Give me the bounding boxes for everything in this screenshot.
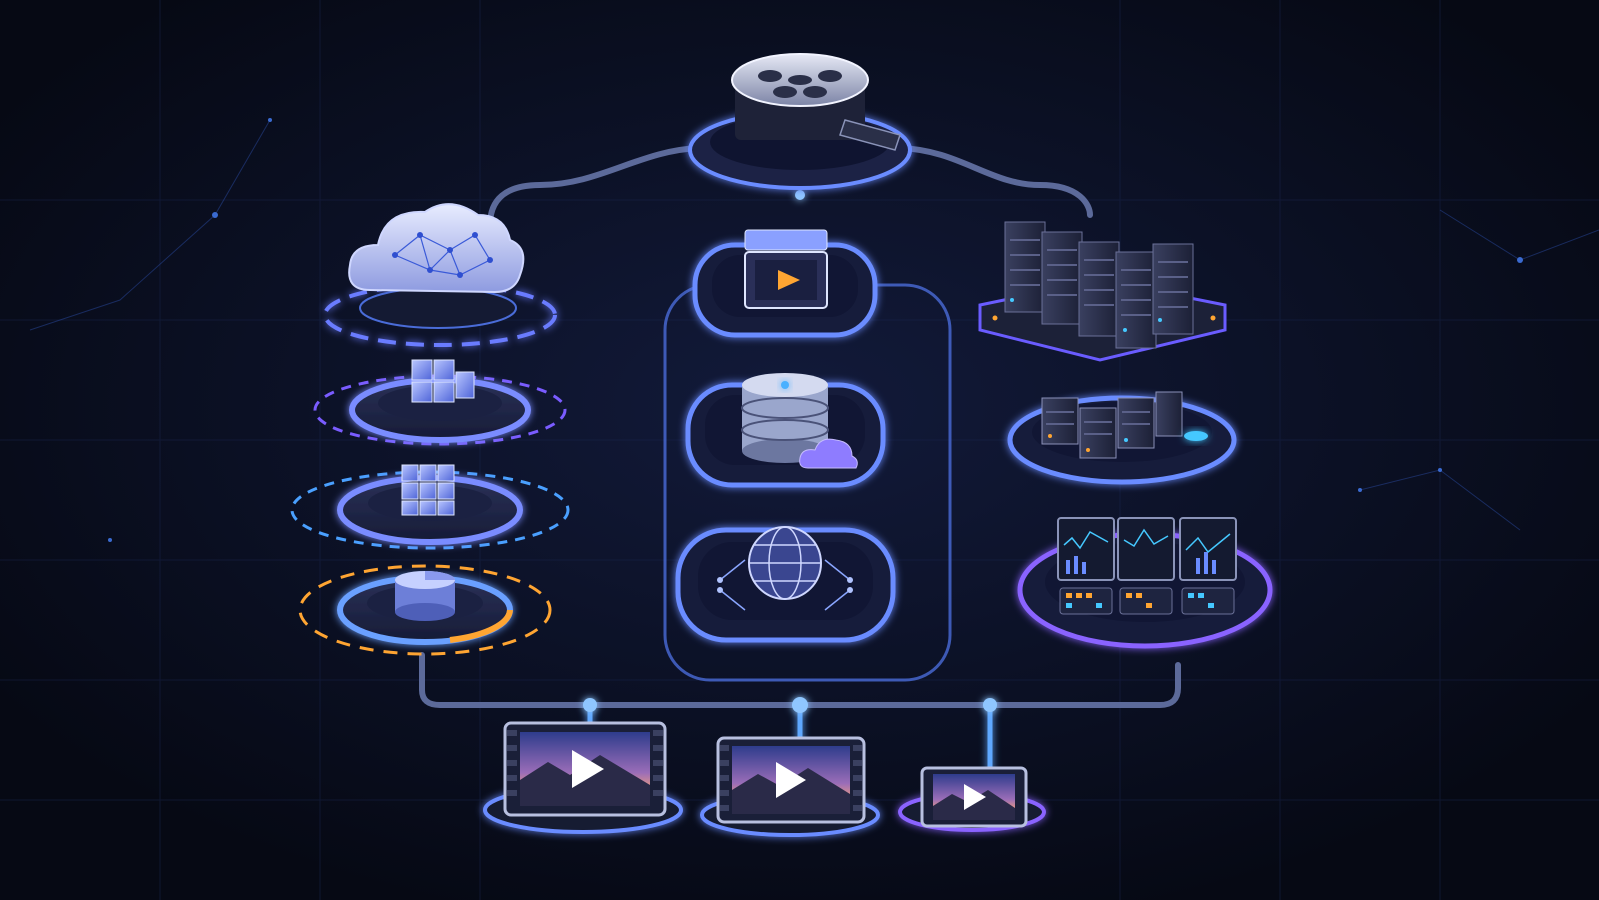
dashed-ring <box>298 564 552 656</box>
node-cubes-small <box>313 359 567 446</box>
pie-cylinder-icon <box>395 571 455 621</box>
server-cluster-icon <box>1041 391 1208 459</box>
node-player-3 <box>898 766 1046 832</box>
orange-arc <box>449 609 513 643</box>
node-cubes-large <box>290 464 570 550</box>
cloud-network-icon <box>348 203 525 294</box>
video-screen-icon <box>920 766 1028 828</box>
background-dots <box>108 118 1523 542</box>
pipe-nodes <box>583 190 997 713</box>
node-pie-cylinder <box>298 564 552 656</box>
node-edge-servers <box>1007 391 1237 485</box>
platform-top <box>359 287 517 329</box>
pipe-source-cloud <box>487 145 703 228</box>
node-server-farm <box>978 221 1227 362</box>
server-rack-icon <box>992 221 1216 349</box>
node-player-1 <box>483 721 683 834</box>
cube-cluster-icon <box>411 359 475 403</box>
film-reel-icon <box>731 53 901 151</box>
database-cloud-icon <box>741 373 858 469</box>
dashboard-monitors-icon <box>1057 517 1237 615</box>
dashed-ring <box>290 470 570 550</box>
node-player-2 <box>700 736 880 837</box>
globe-network-icon <box>717 526 853 611</box>
node-cloud <box>323 203 557 347</box>
node-storage <box>685 373 886 488</box>
node-cdn <box>675 526 896 643</box>
node-source <box>688 53 912 190</box>
pipe-source-servers <box>897 145 1093 218</box>
node-encoder <box>692 229 878 338</box>
node-monitoring <box>1017 517 1273 649</box>
video-screen-icon <box>503 721 667 817</box>
video-screen-icon <box>716 736 866 824</box>
cube-grid-icon <box>401 464 455 516</box>
video-player-icon <box>744 229 828 309</box>
